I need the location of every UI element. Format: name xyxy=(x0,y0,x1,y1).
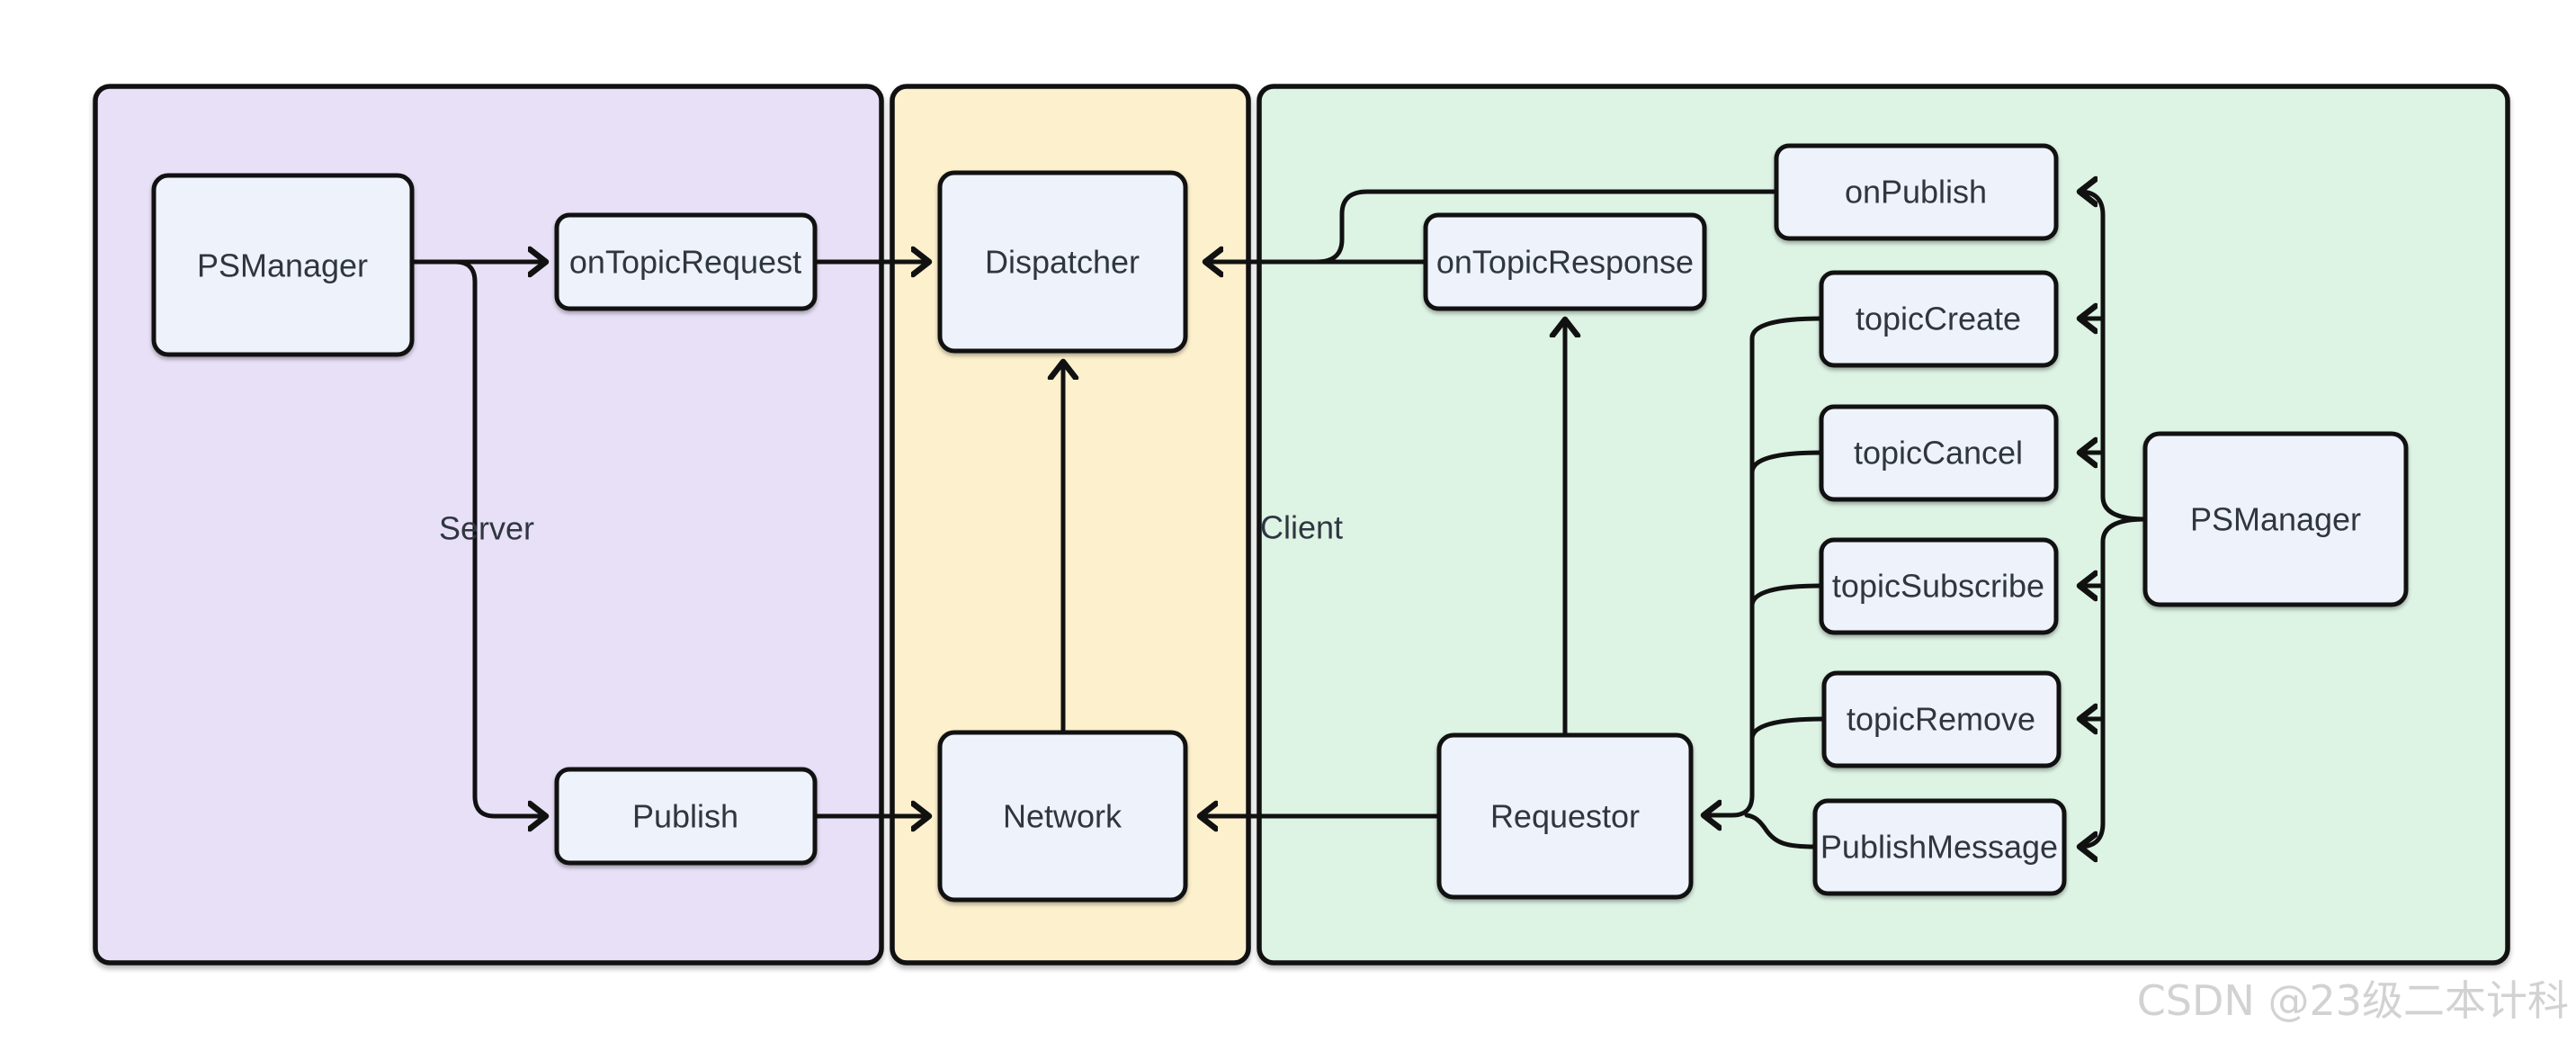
node-publish-box xyxy=(554,767,818,866)
watermark-text: CSDN @23级二本计科 xyxy=(2137,976,2569,1025)
node-ps-manager-client-box xyxy=(2142,431,2409,607)
node-topic-create: topicCreate xyxy=(1819,270,2059,368)
node-publish: Publish xyxy=(554,767,818,866)
edge-onpublish-to-dispatcher xyxy=(1284,189,1779,265)
node-on-topic-request-label: onTopicRequest xyxy=(569,244,801,281)
node-topic-create-box xyxy=(1819,270,2059,368)
node-requestor-box xyxy=(1436,732,1694,900)
node-on-topic-response-label: onTopicResponse xyxy=(1436,244,1694,281)
node-ps-manager-server-label: PSManager xyxy=(197,247,368,284)
node-topic-cancel-label: topicCancel xyxy=(1854,435,2023,472)
region-client-label: Client xyxy=(1260,509,1343,546)
edge-topicsubscribe-to-trunk xyxy=(1749,583,1824,608)
node-topic-subscribe-label: topicSubscribe xyxy=(1832,568,2044,605)
node-topic-cancel-box xyxy=(1819,404,2059,502)
edges xyxy=(409,189,2148,849)
node-dispatcher-box xyxy=(937,170,1188,354)
node-publish-message-box xyxy=(1812,798,2067,896)
node-topic-subscribe: topicSubscribe xyxy=(1819,537,2059,635)
node-requestor-label: Requestor xyxy=(1490,798,1640,835)
node-ps-manager-client-label: PSManager xyxy=(2190,501,2361,538)
node-publish-label: Publish xyxy=(632,798,738,835)
edge-topicremove-to-trunk xyxy=(1749,716,1827,741)
node-on-publish: onPublish xyxy=(1774,143,2059,241)
node-on-topic-request: onTopicRequest xyxy=(554,212,818,311)
node-publish-message-label: PublishMessage xyxy=(1820,829,2058,866)
edge-psmanager-to-publish xyxy=(409,259,546,816)
nodes: PSManager onTopicRequest Publish Dispatc… xyxy=(151,143,2409,903)
node-on-topic-response-box xyxy=(1423,212,1707,311)
node-on-topic-request-box xyxy=(554,212,818,311)
node-requestor: Requestor xyxy=(1436,732,1694,900)
node-ps-manager-server-box xyxy=(151,173,415,357)
node-publish-message: PublishMessage xyxy=(1812,798,2067,896)
node-topic-subscribe-box xyxy=(1819,537,2059,635)
node-network-label: Network xyxy=(1003,798,1123,835)
edge-psmanagerclient-trunk-up-to-onpublish xyxy=(2080,192,2148,522)
node-on-topic-response: onTopicResponse xyxy=(1423,212,1707,311)
node-ps-manager-server: PSManager xyxy=(151,173,415,357)
node-on-publish-label: onPublish xyxy=(1845,174,1987,211)
edge-psmanagerclient-trunk-down-to-publishmessage xyxy=(2080,517,2148,847)
edge-topiccancel-to-trunk xyxy=(1749,450,1824,475)
node-on-publish-box xyxy=(1774,143,2059,241)
node-dispatcher: Dispatcher xyxy=(937,170,1188,354)
node-network: Network xyxy=(937,730,1188,903)
node-ps-manager-client: PSManager xyxy=(2142,431,2409,607)
node-topic-create-label: topicCreate xyxy=(1856,301,2021,337)
edge-topiccreate-trunk-to-requestor xyxy=(1704,316,1824,815)
edge-publishmessage-to-trunk xyxy=(1744,813,1818,849)
node-topic-remove-label: topicRemove xyxy=(1847,701,2035,738)
node-topic-remove: topicRemove xyxy=(1821,670,2062,768)
node-topic-cancel: topicCancel xyxy=(1819,404,2059,502)
region-server-label: Server xyxy=(439,510,534,547)
node-dispatcher-label: Dispatcher xyxy=(985,244,1140,281)
node-topic-remove-box xyxy=(1821,670,2062,768)
node-network-box xyxy=(937,730,1188,903)
